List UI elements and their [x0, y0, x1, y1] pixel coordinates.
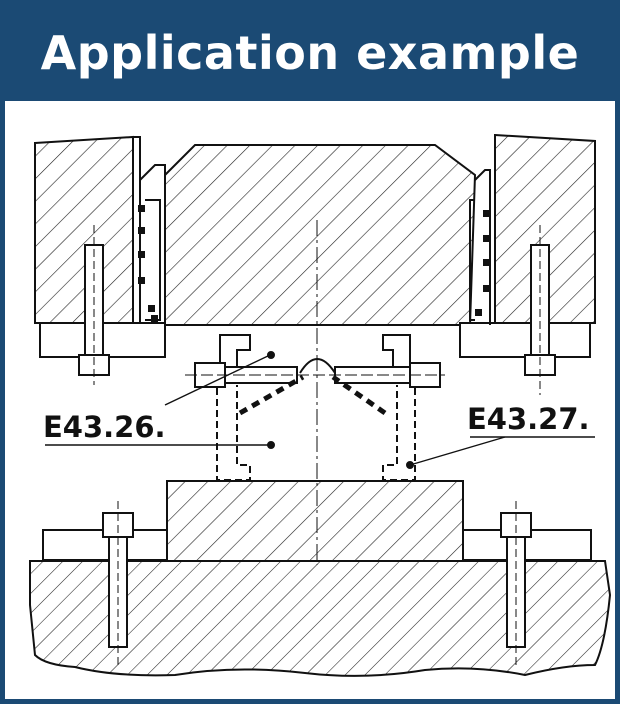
header-bar: Application example: [5, 5, 615, 101]
bent-sheet: [238, 374, 387, 416]
leader-right: [409, 436, 506, 466]
technical-drawing: E43.26. E43.27.: [29, 133, 612, 677]
spring-right: [475, 210, 490, 316]
lower-die-block: [166, 480, 464, 562]
leader-left-top: [164, 354, 271, 406]
label-right-part: E43.27.: [467, 402, 590, 436]
upper-punch-block: [164, 144, 477, 326]
upper-right-plate: [459, 133, 596, 358]
upper-left-bolt: [78, 225, 110, 385]
spring-left: [138, 205, 158, 322]
upper-right-bolt: [524, 225, 556, 395]
base-plate: [29, 560, 612, 677]
page-title: Application example: [40, 26, 580, 80]
right-bending-part: [382, 334, 416, 481]
lower-left-bolt: [102, 501, 134, 665]
lower-right-bolt: [500, 501, 532, 665]
label-left-part: E43.26.: [43, 410, 166, 444]
